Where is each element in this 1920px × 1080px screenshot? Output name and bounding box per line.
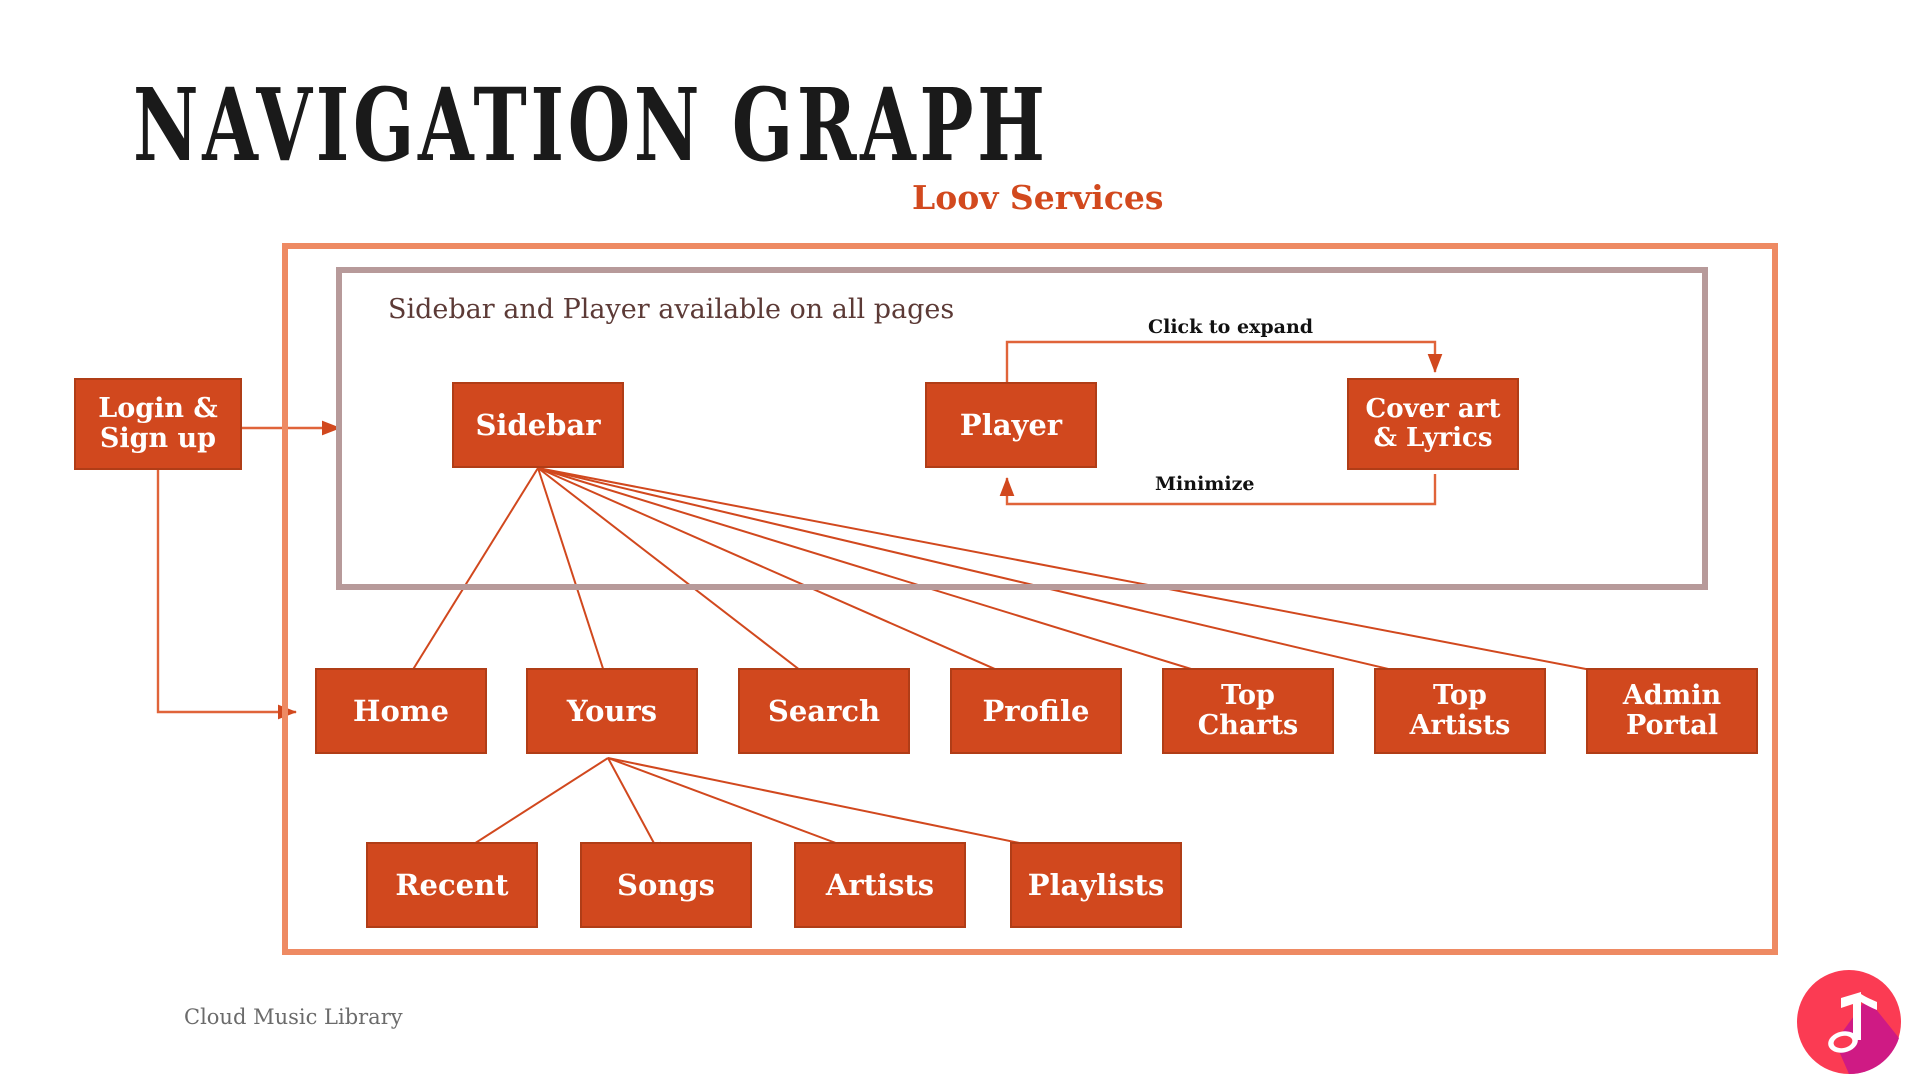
node-profile-label: Profile	[982, 693, 1090, 728]
node-sidebar-label: Sidebar	[475, 407, 601, 442]
node-songs-label: Songs	[617, 867, 715, 902]
node-recent[interactable]: Recent	[366, 842, 538, 928]
node-artists-label: Artists	[825, 867, 935, 902]
node-home-label: Home	[353, 693, 449, 728]
node-top-charts[interactable]: Top Charts	[1162, 668, 1334, 754]
loov-services-boundary	[282, 243, 1778, 955]
node-player-label: Player	[959, 407, 1063, 442]
node-sidebar[interactable]: Sidebar	[452, 382, 624, 468]
footer-text: Cloud Music Library	[184, 1005, 403, 1029]
node-admin-portal[interactable]: Admin Portal	[1586, 668, 1758, 754]
node-recent-label: Recent	[395, 867, 509, 902]
node-playlists-label: Playlists	[1027, 867, 1165, 902]
node-player[interactable]: Player	[925, 382, 1097, 468]
node-top-artists-label: Top Artists	[1409, 679, 1511, 741]
node-login-signup-label: Login & Sign up	[98, 392, 218, 454]
edge-label-minimize: Minimize	[1155, 473, 1255, 495]
node-songs[interactable]: Songs	[580, 842, 752, 928]
node-yours[interactable]: Yours	[526, 668, 698, 754]
node-top-charts-label: Top Charts	[1197, 679, 1299, 741]
page-title: NAVIGATION GRAPH	[133, 68, 1049, 185]
music-note-circle-icon	[1797, 970, 1901, 1075]
node-yours-label: Yours	[566, 693, 658, 728]
node-home[interactable]: Home	[315, 668, 487, 754]
edge-label-click-to-expand: Click to expand	[1148, 316, 1314, 338]
node-top-artists[interactable]: Top Artists	[1374, 668, 1546, 754]
node-search-label: Search	[767, 693, 881, 728]
global-components-boundary	[336, 267, 1708, 590]
node-cover-art-lyrics[interactable]: Cover art & Lyrics	[1347, 378, 1519, 470]
node-playlists[interactable]: Playlists	[1010, 842, 1182, 928]
node-profile[interactable]: Profile	[950, 668, 1122, 754]
node-login-signup[interactable]: Login & Sign up	[74, 378, 242, 470]
services-subtitle: Loov Services	[912, 178, 1164, 217]
global-components-caption: Sidebar and Player available on all page…	[388, 294, 955, 325]
node-search[interactable]: Search	[738, 668, 910, 754]
node-artists[interactable]: Artists	[794, 842, 966, 928]
node-admin-portal-label: Admin Portal	[1622, 679, 1722, 741]
node-cover-art-lyrics-label: Cover art & Lyrics	[1365, 393, 1501, 453]
